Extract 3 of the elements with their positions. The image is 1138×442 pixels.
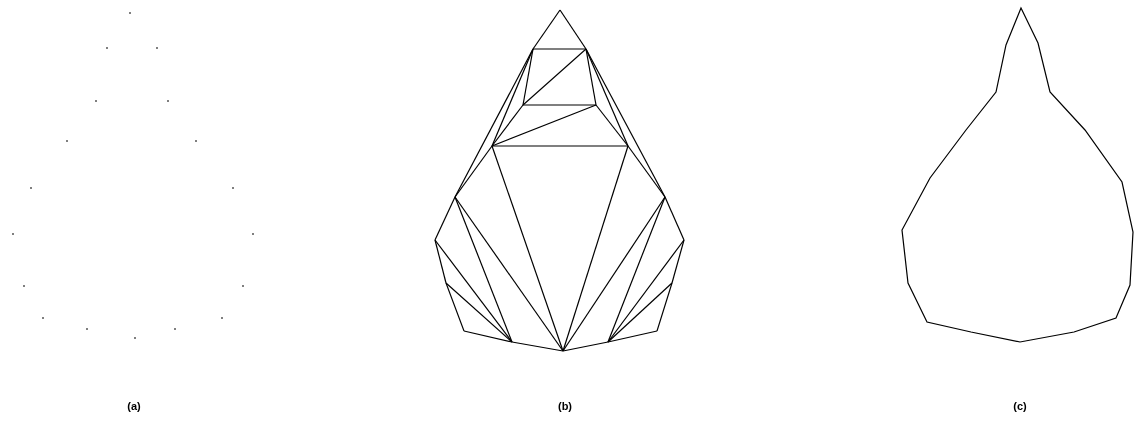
panel-label: (c) (1013, 400, 1027, 412)
panel-label: (b) (558, 400, 572, 412)
panel-label: (a) (127, 400, 141, 412)
